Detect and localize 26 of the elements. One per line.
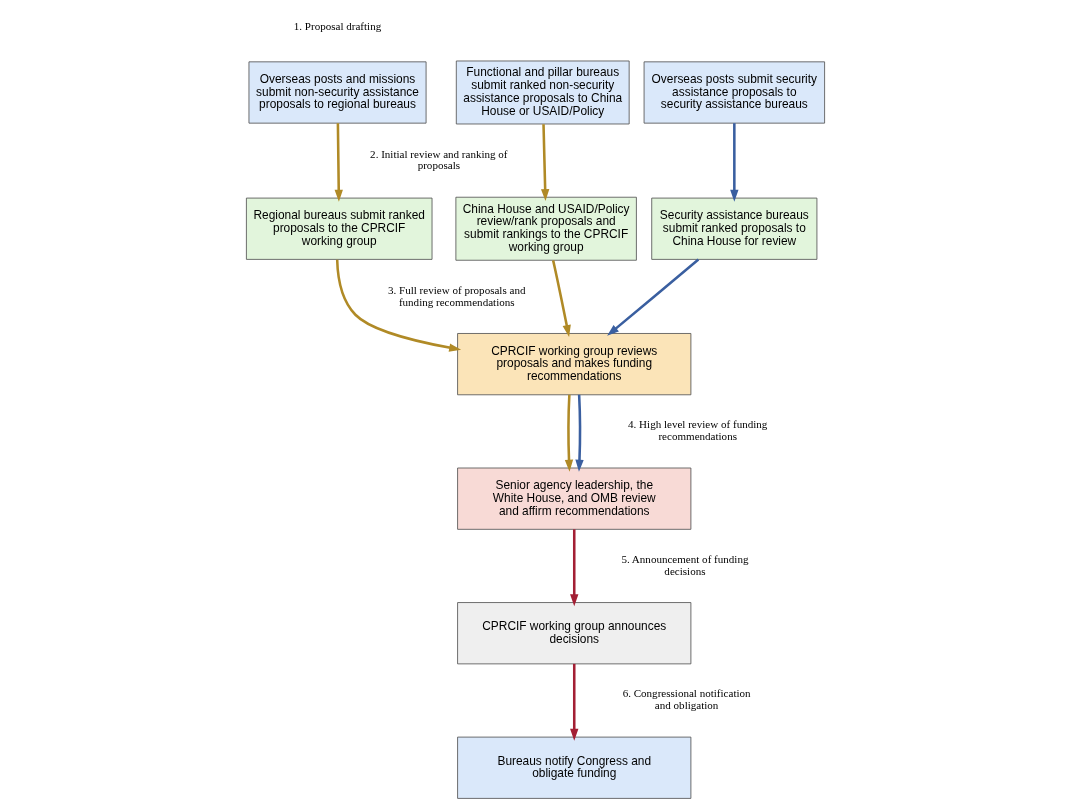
- arrow: [564, 394, 574, 472]
- arrow: [551, 260, 571, 337]
- label: 5. Announcement of funding decisions: [621, 552, 749, 577]
- node-box: Functional and pillar bureaus submit ranked non-security assistance proposals to China House or USAID/Policy: [455, 60, 630, 125]
- label: 1. Proposal drafting: [293, 19, 382, 32]
- arrow: [334, 123, 343, 202]
- node-box: Security assistance bureaus submit ranked proposals to China House for review: [651, 197, 818, 260]
- arrow: [575, 394, 584, 472]
- node-box: Bureaus notify Congress and obligate funding: [457, 736, 692, 799]
- label: 6. Congressional notification and obligation: [622, 687, 751, 712]
- arrow: [541, 124, 550, 202]
- arrow: [335, 259, 462, 352]
- label: 4. High level review of funding recommendations: [628, 418, 768, 443]
- node-box: Overseas posts and missions submit non-security assistance proposals to regional bureaus: [248, 61, 427, 124]
- node-box: Regional bureaus submit ranked proposals to the CPRCIF working group: [246, 197, 433, 260]
- arrow: [730, 123, 739, 202]
- label: 3. Full review of proposals and funding recommendations: [388, 283, 526, 308]
- label: 2. Initial review and ranking of proposals: [370, 147, 508, 172]
- node-box: CPRCIF working group reviews proposals and makes funding recommendations: [457, 333, 692, 396]
- node-box: China House and USAID/Policy review/rank proposals and submit rankings to the CPRCIF working group: [455, 196, 637, 261]
- arrow: [570, 529, 579, 607]
- node-box: Senior agency leadership, the White House, and OMB review and affirm recommendations: [457, 467, 692, 530]
- node-box: Overseas posts submit security assistance proposals to security assistance bureaus: [643, 61, 825, 124]
- arrow: [570, 663, 579, 741]
- node-box: CPRCIF working group announces decisions: [457, 602, 692, 665]
- arrow: [607, 258, 700, 336]
